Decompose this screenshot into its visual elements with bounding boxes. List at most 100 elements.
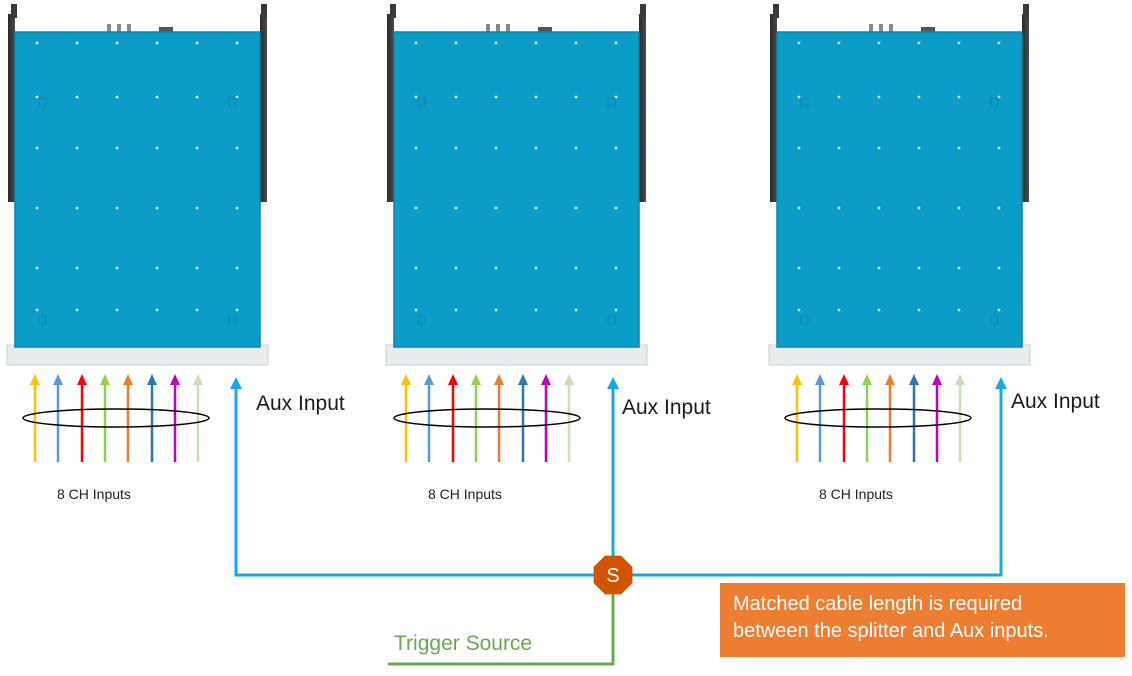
aux-cable-network: S — [230, 377, 1007, 666]
digitizer-unit-1 — [6, 4, 269, 462]
ch-inputs-label-1: 8 CH Inputs — [57, 486, 131, 502]
top-connector-1 — [107, 24, 111, 33]
rack-rail-left — [8, 14, 15, 202]
rail-tab-left — [11, 4, 17, 18]
channel-arrowhead-4 — [862, 374, 872, 385]
channel-arrowhead-6 — [909, 374, 919, 385]
top-power-connector — [538, 27, 552, 33]
chassis-screw — [195, 206, 199, 210]
aux-input-label-3: Aux Input — [1011, 390, 1100, 413]
rack-rail-left — [770, 14, 777, 202]
chassis-screw — [837, 266, 841, 270]
vent-square — [38, 315, 47, 325]
chassis-screw — [115, 146, 119, 150]
chassis-screw — [195, 308, 199, 312]
rail-tab-right — [261, 4, 267, 18]
chassis-screw — [155, 308, 159, 312]
cable-bundle-ellipse — [22, 408, 210, 428]
trigger-source-label: Trigger Source — [394, 632, 533, 655]
channel-arrowhead-7 — [932, 374, 942, 385]
chassis-screw — [797, 146, 801, 150]
chassis-screw — [797, 206, 801, 210]
digitizer-unit-3 — [768, 4, 1031, 462]
chassis-screw — [235, 266, 239, 270]
top-connector-2 — [117, 24, 121, 33]
front-bezel — [768, 344, 1031, 366]
digitizer-units — [6, 4, 1031, 462]
chassis-screw — [797, 41, 801, 45]
chassis-screw — [35, 266, 39, 270]
channel-arrowhead-1 — [792, 374, 802, 385]
channel-arrowhead-1 — [30, 374, 40, 385]
top-connector-2 — [879, 24, 883, 33]
chassis-screw — [997, 206, 1001, 210]
chassis-screw — [494, 41, 498, 45]
chassis-screw — [917, 95, 921, 99]
aux-input-arrowhead-1 — [230, 377, 242, 389]
chassis-screw — [494, 146, 498, 150]
chassis-screw — [494, 308, 498, 312]
chassis-screw — [75, 308, 79, 312]
chassis-screw — [837, 95, 841, 99]
rack-rail-left — [387, 14, 394, 202]
chassis-screw — [454, 266, 458, 270]
vent-square — [990, 315, 999, 325]
chassis-screw — [957, 95, 961, 99]
chassis-screw — [957, 41, 961, 45]
chassis-screw — [115, 95, 119, 99]
chassis-screw — [75, 41, 79, 45]
channel-arrowhead-8 — [955, 374, 965, 385]
channel-inputs-1 — [22, 374, 210, 462]
vent-square — [607, 315, 616, 325]
channel-arrowhead-5 — [494, 374, 504, 385]
chassis-screw — [454, 308, 458, 312]
chassis-screw — [917, 266, 921, 270]
front-bezel — [6, 344, 269, 366]
channel-arrowhead-2 — [53, 374, 63, 385]
chassis-screw — [877, 266, 881, 270]
chassis-screw — [235, 146, 239, 150]
vent-square — [417, 315, 426, 325]
chassis-screw — [574, 95, 578, 99]
note-line-1: Matched cable length is required — [733, 593, 1023, 615]
chassis-screw — [797, 266, 801, 270]
front-bezel — [385, 344, 648, 366]
rack-rail-right — [639, 14, 646, 202]
chassis-screw — [877, 206, 881, 210]
channel-arrowhead-3 — [448, 374, 458, 385]
top-connector-1 — [486, 24, 490, 33]
chassis-screw — [155, 41, 159, 45]
cable-bundle-ellipse — [393, 408, 581, 428]
chassis-screw — [414, 146, 418, 150]
chassis-screw — [837, 308, 841, 312]
vent-square — [800, 97, 809, 107]
chassis-screw — [534, 266, 538, 270]
chassis-screw — [917, 206, 921, 210]
vent-square — [800, 315, 809, 325]
top-connector-1 — [869, 24, 873, 33]
ch-inputs-label-2: 8 CH Inputs — [428, 486, 502, 502]
channel-arrowhead-8 — [564, 374, 574, 385]
chassis-screw — [877, 146, 881, 150]
top-connector-3 — [506, 24, 510, 33]
chassis-screw — [195, 146, 199, 150]
chassis-screw — [574, 308, 578, 312]
vent-square — [38, 97, 47, 107]
chassis-screw — [837, 146, 841, 150]
chassis-screw — [614, 266, 618, 270]
chassis-screw — [534, 95, 538, 99]
vent-square — [607, 97, 616, 107]
channel-arrowhead-2 — [424, 374, 434, 385]
channel-arrowhead-4 — [100, 374, 110, 385]
chassis-screw — [75, 206, 79, 210]
chassis-screw — [917, 308, 921, 312]
chassis-screw — [35, 308, 39, 312]
chassis-screw — [957, 206, 961, 210]
chassis-screw — [75, 146, 79, 150]
chassis-screw — [155, 95, 159, 99]
chassis-screw — [235, 206, 239, 210]
top-connector-2 — [496, 24, 500, 33]
chassis-screw — [414, 308, 418, 312]
chassis-screw — [574, 146, 578, 150]
channel-arrowhead-6 — [147, 374, 157, 385]
